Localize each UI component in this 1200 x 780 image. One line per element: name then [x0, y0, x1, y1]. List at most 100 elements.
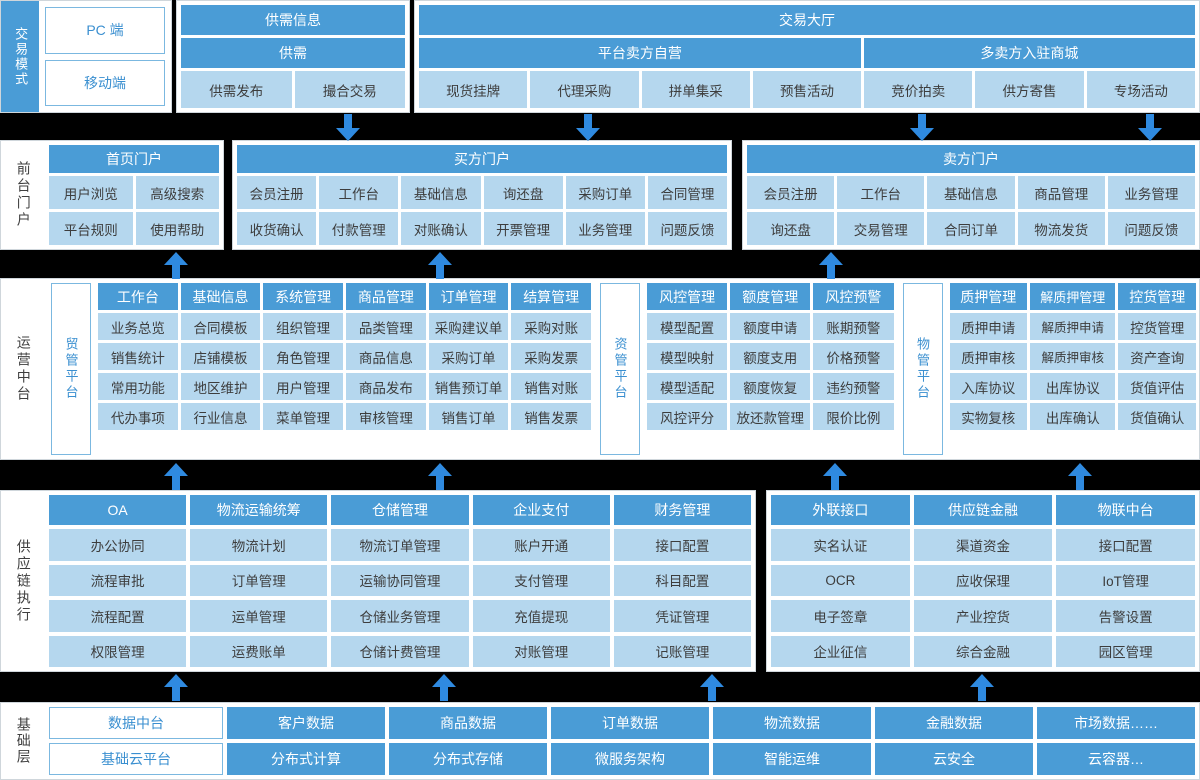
- op-cell[interactable]: 角色管理: [263, 343, 344, 370]
- home-portal-item[interactable]: 用户浏览: [49, 176, 133, 209]
- sc-cell[interactable]: 权限管理: [49, 635, 187, 667]
- sc-cell[interactable]: 科目配置: [613, 564, 752, 596]
- base-cell[interactable]: 云容器…: [1037, 743, 1195, 775]
- base-cell[interactable]: 订单数据: [551, 707, 709, 739]
- sc-cell[interactable]: 仓储计费管理: [331, 635, 469, 667]
- seller-portal-item[interactable]: 工作台: [837, 176, 925, 209]
- op-cell[interactable]: 额度申请: [730, 313, 811, 340]
- seller-portal-item[interactable]: 业务管理: [1107, 176, 1196, 209]
- op-cell[interactable]: 入库协议: [949, 373, 1028, 400]
- op-cell[interactable]: 放还款管理: [730, 403, 811, 430]
- op-cell[interactable]: 风控评分: [647, 403, 728, 430]
- seller-portal-item[interactable]: 交易管理: [837, 212, 925, 245]
- sc-cell[interactable]: IoT管理: [1056, 564, 1196, 596]
- seller-portal-item[interactable]: 询还盘: [747, 212, 835, 245]
- buyer-portal-item[interactable]: 工作台: [319, 176, 399, 209]
- op-cell[interactable]: 地区维护: [180, 373, 261, 400]
- sc-cell[interactable]: 记账管理: [613, 635, 752, 667]
- supply-demand-item[interactable]: 撮合交易: [294, 71, 405, 108]
- seller-portal-item[interactable]: 商品管理: [1017, 176, 1105, 209]
- sc-cell[interactable]: 账户开通: [472, 529, 610, 561]
- sc-cell[interactable]: 园区管理: [1056, 635, 1196, 667]
- op-cell[interactable]: 销售订单: [428, 403, 509, 430]
- buyer-portal-item[interactable]: 问题反馈: [647, 212, 728, 245]
- sc-cell[interactable]: 订单管理: [190, 564, 328, 596]
- op-cell[interactable]: 额度支用: [730, 343, 811, 370]
- op-cell[interactable]: 组织管理: [263, 313, 344, 340]
- op-cell[interactable]: 用户管理: [263, 373, 344, 400]
- op-cell[interactable]: 采购订单: [428, 343, 509, 370]
- op-cell[interactable]: 实物复核: [949, 403, 1028, 430]
- buyer-portal-item[interactable]: 对账确认: [401, 212, 481, 245]
- op-cell[interactable]: 模型适配: [647, 373, 728, 400]
- trade-hall-item[interactable]: 供方寄售: [975, 71, 1084, 108]
- buyer-portal-item[interactable]: 开票管理: [483, 212, 563, 245]
- op-cell[interactable]: 销售预订单: [428, 373, 509, 400]
- op-cell[interactable]: 价格预警: [813, 343, 894, 370]
- op-cell[interactable]: 采购发票: [511, 343, 592, 370]
- sc-cell[interactable]: 渠道资金: [913, 529, 1053, 561]
- sc-cell[interactable]: 流程审批: [49, 564, 187, 596]
- sc-cell[interactable]: 综合金融: [913, 635, 1053, 667]
- base-cell[interactable]: 云安全: [875, 743, 1033, 775]
- op-cell[interactable]: 模型配置: [647, 313, 728, 340]
- sc-cell[interactable]: 产业控货: [913, 600, 1053, 632]
- op-cell[interactable]: 常用功能: [98, 373, 178, 400]
- sc-cell[interactable]: 运单管理: [190, 600, 328, 632]
- op-cell[interactable]: 解质押申请: [1030, 313, 1116, 340]
- op-cell[interactable]: 货值评估: [1118, 373, 1196, 400]
- sc-cell[interactable]: 运费账单: [190, 635, 328, 667]
- seller-portal-item[interactable]: 会员注册: [747, 176, 835, 209]
- op-cell[interactable]: 销售对账: [511, 373, 592, 400]
- seller-portal-item[interactable]: 合同订单: [927, 212, 1015, 245]
- op-cell[interactable]: 菜单管理: [263, 403, 344, 430]
- op-cell[interactable]: 账期预警: [813, 313, 894, 340]
- buyer-portal-item[interactable]: 合同管理: [647, 176, 728, 209]
- op-cell[interactable]: 品类管理: [346, 313, 426, 340]
- sc-cell[interactable]: 接口配置: [1056, 529, 1196, 561]
- buyer-portal-item[interactable]: 采购订单: [565, 176, 645, 209]
- op-cell[interactable]: 模型映射: [647, 343, 728, 370]
- op-cell[interactable]: 销售发票: [511, 403, 592, 430]
- op-cell[interactable]: 采购建议单: [428, 313, 509, 340]
- seller-portal-item[interactable]: 物流发货: [1017, 212, 1105, 245]
- trade-hall-item[interactable]: 现货挂牌: [419, 71, 528, 108]
- sc-cell[interactable]: 告警设置: [1056, 600, 1196, 632]
- op-cell[interactable]: 额度恢复: [730, 373, 811, 400]
- base-cell[interactable]: 智能运维: [713, 743, 871, 775]
- op-cell[interactable]: 质押审核: [949, 343, 1028, 370]
- op-cell[interactable]: 资产查询: [1118, 343, 1196, 370]
- op-cell[interactable]: 业务总览: [98, 313, 178, 340]
- base-cell[interactable]: 市场数据……: [1037, 707, 1195, 739]
- op-cell[interactable]: 货值确认: [1118, 403, 1196, 430]
- op-cell[interactable]: 违约预警: [813, 373, 894, 400]
- sc-cell[interactable]: 仓储业务管理: [331, 600, 469, 632]
- op-cell[interactable]: 出库确认: [1030, 403, 1116, 430]
- trade-hall-item[interactable]: 代理采购: [530, 71, 639, 108]
- op-cell[interactable]: 解质押审核: [1030, 343, 1116, 370]
- seller-portal-item[interactable]: 基础信息: [927, 176, 1015, 209]
- op-cell[interactable]: 限价比例: [813, 403, 894, 430]
- op-cell[interactable]: 销售统计: [98, 343, 178, 370]
- op-cell[interactable]: 代办事项: [98, 403, 178, 430]
- device-pc[interactable]: PC 端: [45, 7, 165, 54]
- sc-cell[interactable]: 办公协同: [49, 529, 187, 561]
- sc-cell[interactable]: 实名认证: [771, 529, 910, 561]
- sc-cell[interactable]: 企业征信: [771, 635, 910, 667]
- base-cell[interactable]: 物流数据: [713, 707, 871, 739]
- buyer-portal-item[interactable]: 基础信息: [401, 176, 481, 209]
- sc-cell[interactable]: 充值提现: [472, 600, 610, 632]
- op-cell[interactable]: 出库协议: [1030, 373, 1116, 400]
- sc-cell[interactable]: 支付管理: [472, 564, 610, 596]
- trade-hall-item[interactable]: 预售活动: [752, 71, 862, 108]
- seller-portal-item[interactable]: 问题反馈: [1107, 212, 1196, 245]
- home-portal-item[interactable]: 使用帮助: [135, 212, 219, 245]
- buyer-portal-item[interactable]: 付款管理: [319, 212, 399, 245]
- trade-hall-item[interactable]: 拼单集采: [641, 71, 750, 108]
- sc-cell[interactable]: 对账管理: [472, 635, 610, 667]
- op-cell[interactable]: 店铺模板: [180, 343, 261, 370]
- op-cell[interactable]: 采购对账: [511, 313, 592, 340]
- op-cell[interactable]: 控货管理: [1118, 313, 1196, 340]
- base-cell[interactable]: 分布式计算: [227, 743, 385, 775]
- base-cell[interactable]: 客户数据: [227, 707, 385, 739]
